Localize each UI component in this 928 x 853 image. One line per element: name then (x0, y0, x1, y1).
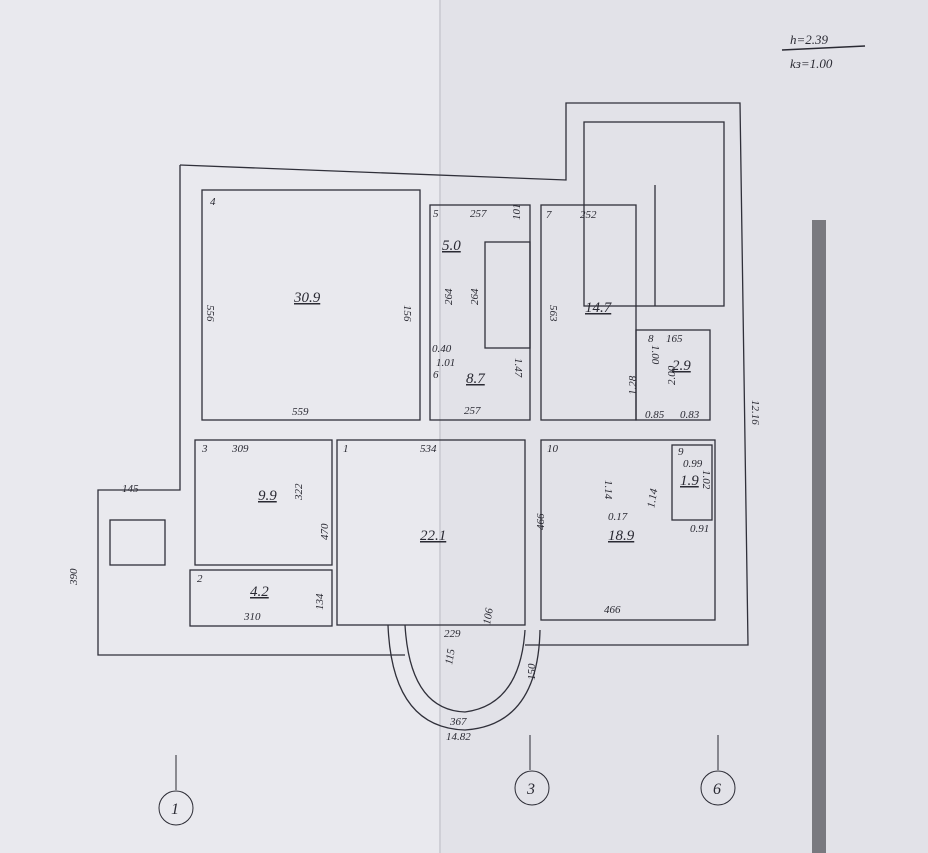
dimension: 264 (469, 288, 481, 305)
dimension: 0.17 (608, 511, 628, 523)
coef-note: kз=1.00 (790, 56, 833, 71)
dimension: 1.01 (436, 357, 455, 369)
axis-marker-1: 1 (158, 755, 194, 826)
dimension: 0.85 (645, 409, 665, 421)
svg-text:6: 6 (713, 781, 721, 798)
room-3 (194, 439, 333, 566)
dimension: 322 (293, 483, 305, 501)
porch-steps (109, 519, 166, 566)
dimension: 310 (243, 611, 261, 623)
dimension: 556 (204, 305, 216, 322)
room-area: 8.7 (466, 371, 486, 387)
paper-left-half (0, 0, 440, 853)
dimension: 534 (420, 443, 437, 455)
bay-depth: 150 (526, 663, 538, 680)
room-number: 7 (546, 209, 552, 221)
dimension: 264 (443, 288, 455, 305)
dimension: 252 (580, 209, 597, 221)
room-number: 3 (201, 443, 208, 455)
dimension: 106 (481, 607, 496, 626)
dimension: 1.28 (627, 375, 639, 395)
interior-walls (109, 189, 716, 627)
dimension: 1.14 (602, 480, 614, 500)
scan-shadow (812, 220, 826, 853)
room-area: 4.2 (250, 584, 269, 600)
room-number: 5 (433, 208, 439, 220)
dimension: 0.91 (690, 523, 709, 535)
dimension: 563 (547, 305, 559, 322)
dimension: 0.99 (683, 458, 703, 470)
room-area: 5.0 (442, 238, 461, 254)
room-8 (635, 329, 711, 421)
room-area: 1.9 (680, 473, 699, 489)
porch-width: 145 (122, 483, 139, 495)
total-depth: 12.16 (749, 400, 761, 425)
room-number: 10 (547, 443, 559, 455)
dimension: 101 (511, 204, 523, 221)
room-number: 2 (197, 573, 203, 585)
porch-length: 390 (68, 568, 80, 586)
room-area: 18.9 (608, 528, 635, 544)
dimension: 309 (231, 443, 249, 455)
stairs (484, 241, 531, 349)
room-number: 4 (210, 196, 216, 208)
dimension: 466 (604, 604, 621, 616)
room-number: 9 (678, 446, 684, 458)
dimension: 1.00 (649, 345, 661, 365)
axis-marker-6: 6 (700, 735, 736, 806)
room-1 (336, 439, 526, 626)
axis-marker-3: 3 (514, 735, 550, 806)
dimension: 2.00 (666, 365, 678, 385)
svg-text:1: 1 (171, 801, 179, 818)
total-width: 14.82 (446, 731, 471, 743)
outer-walls (97, 102, 749, 731)
paper-right-half (440, 0, 928, 853)
dimension: 229 (444, 628, 461, 640)
dimension: 134 (314, 593, 326, 610)
svg-text:3: 3 (526, 781, 535, 798)
room-7 (540, 204, 637, 421)
room-2 (189, 569, 333, 627)
dimension: 1.47 (512, 358, 524, 378)
room-number: 8 (648, 333, 654, 345)
dimension: 559 (292, 406, 309, 418)
dimension: 257 (464, 405, 481, 417)
dimension: 1.14 (645, 487, 660, 509)
room-9 (671, 444, 713, 521)
room-area: 14.7 (585, 300, 613, 316)
dimension: 1.02 (700, 470, 712, 490)
room-10 (540, 439, 716, 621)
room-4 (201, 189, 421, 421)
room-area: 2.9 (672, 358, 691, 374)
room-area: 30.9 (293, 290, 321, 306)
dimension: 470 (319, 523, 331, 540)
dimension: 0.83 (680, 409, 700, 421)
fraction-line (781, 45, 866, 51)
dimension: 257 (470, 208, 487, 220)
room-number: 6 (433, 369, 439, 381)
dimension: 466 (535, 513, 547, 530)
room-number: 1 (343, 443, 349, 455)
dimension: 156 (401, 305, 413, 322)
room-area: 22.1 (420, 528, 446, 544)
dimension: 115 (443, 647, 458, 665)
room-area: 9.9 (258, 488, 277, 504)
bay-width: 367 (449, 716, 467, 728)
dimension: 165 (666, 333, 683, 345)
height-note: h=2.39 (790, 32, 829, 47)
dimension: 0.40 (432, 343, 452, 355)
